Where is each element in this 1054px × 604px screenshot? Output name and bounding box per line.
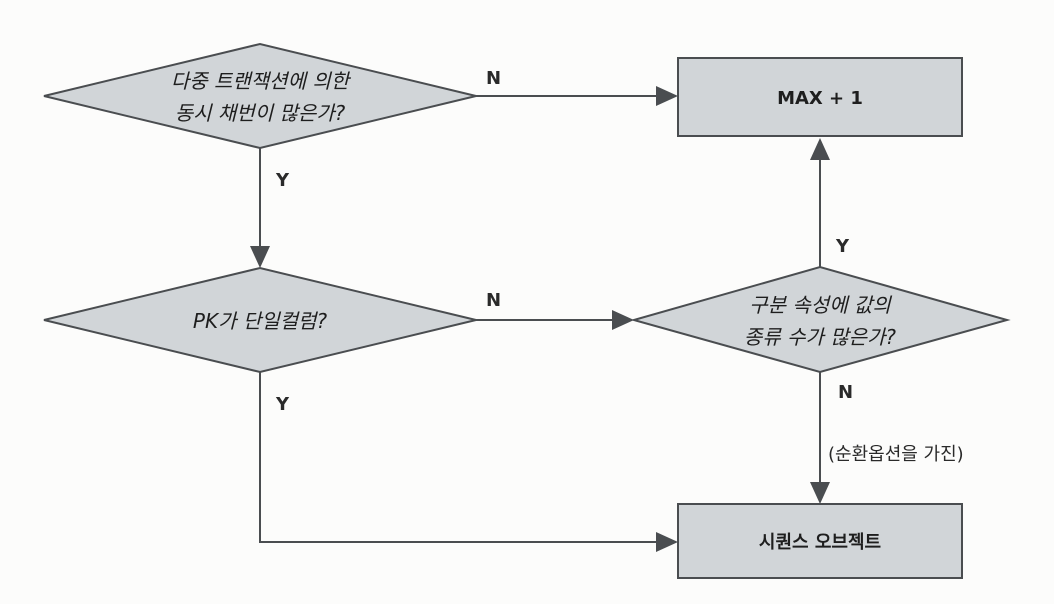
decision-concurrency-text-1: 다중 트랜잭션에 의한 xyxy=(171,69,352,93)
arrowhead-down-to-sequence xyxy=(810,482,830,504)
connectors xyxy=(250,86,830,552)
arrowhead-up-to-max xyxy=(810,138,830,160)
arrowhead-to-sequence xyxy=(656,532,678,552)
decision-pk-text: PK가 단일컬럼? xyxy=(193,309,328,333)
decision-concurrency-diamond xyxy=(43,42,477,150)
box-max-text: MAX + 1 xyxy=(777,88,863,109)
decision-pk-diamond xyxy=(43,266,477,374)
edge-pk-to-sequence xyxy=(259,372,660,543)
arrowhead-to-pk xyxy=(250,246,270,268)
label-concurrency-yes: Y xyxy=(275,170,290,191)
decision-category-diamond xyxy=(630,265,1011,374)
arrowhead-to-max xyxy=(656,86,678,106)
label-pk-no: N xyxy=(486,290,501,311)
label-concurrency-no: N xyxy=(486,68,501,89)
label-category-no: N xyxy=(838,382,853,403)
decision-category-text-1: 구분 속성에 값의 xyxy=(749,293,892,317)
decision-category-text-2: 종류 수가 많은가? xyxy=(744,325,897,349)
arrowhead-to-category xyxy=(612,310,634,330)
box-sequence-object xyxy=(677,503,963,579)
box-sequence-text: 시퀀스 오브젝트 xyxy=(759,532,881,553)
decision-concurrency-text-2: 동시 채번이 많은가? xyxy=(175,101,346,125)
label-pk-yes: Y xyxy=(275,394,290,415)
label-cycle-option-note: (순환옵션을 가진) xyxy=(828,444,964,465)
box-max-plus-one xyxy=(677,57,963,137)
label-category-yes: Y xyxy=(835,236,850,257)
